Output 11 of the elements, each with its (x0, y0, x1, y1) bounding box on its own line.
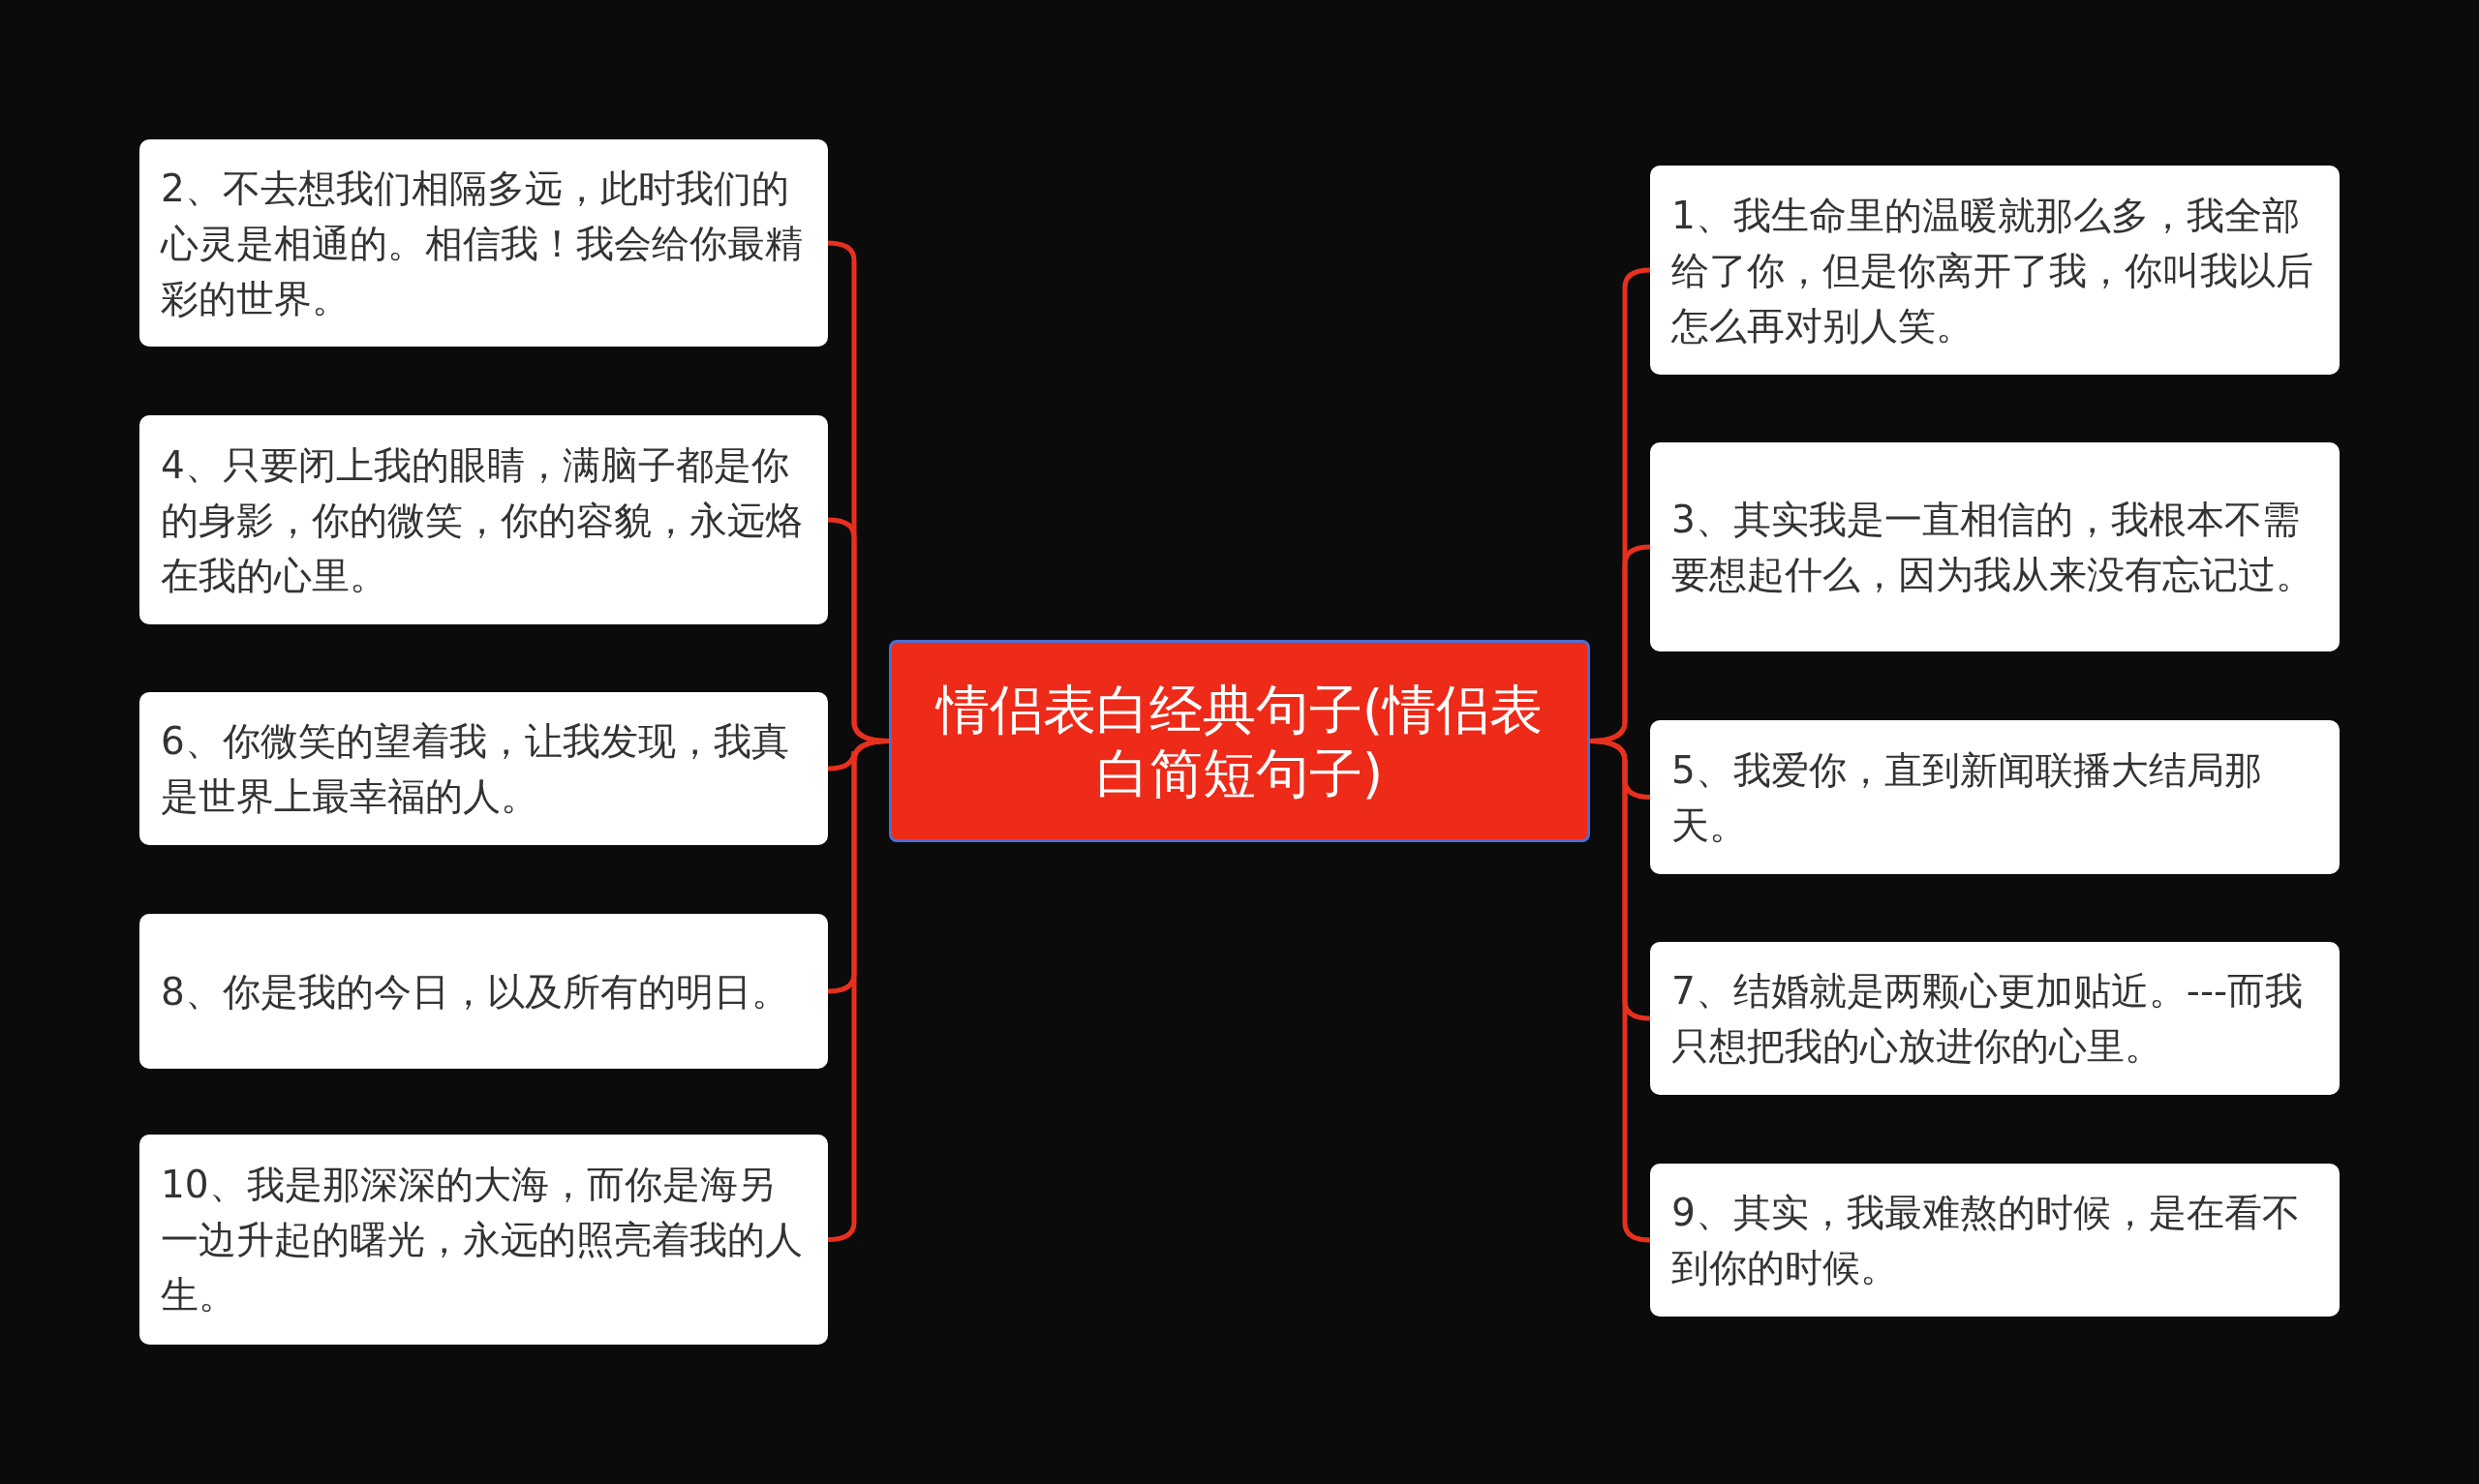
sentence-box: 5、我爱你，直到新闻联播大结局那天。 (1650, 720, 2340, 874)
sentence-box: 4、只要闭上我的眼睛，满脑子都是你的身影，你的微笑，你的容貌，永远烙在我的心里。 (139, 415, 828, 624)
sentence-box: 1、我生命里的温暖就那么多，我全部给了你，但是你离开了我，你叫我以后怎么再对别人笑。 (1650, 166, 2340, 375)
sentence-box: 6、你微笑的望着我，让我发现，我真是世界上最幸福的人。 (139, 692, 828, 845)
sentence-box: 9、其实，我最难熬的时候，是在看不到你的时候。 (1650, 1164, 2340, 1317)
sentence-box: 10、我是那深深的大海，而你是海另一边升起的曙光，永远的照亮着我的人生。 (139, 1135, 828, 1345)
sentence-box: 2、不去想我们相隔多远，此时我们的心灵是相通的。相信我！我会给你最精彩的世界。 (139, 139, 828, 347)
sentence-box: 7、结婚就是两颗心更加贴近。---而我只想把我的心放进你的心里。 (1650, 942, 2340, 1095)
sentence-box: 8、你是我的今日，以及所有的明日。 (139, 914, 828, 1069)
sentence-box: 3、其实我是一直相信的，我根本不需要想起什么，因为我从来没有忘记过。 (1650, 442, 2340, 651)
topic-box: 情侣表白经典句子(情侣表白简短句子) (889, 640, 1590, 842)
